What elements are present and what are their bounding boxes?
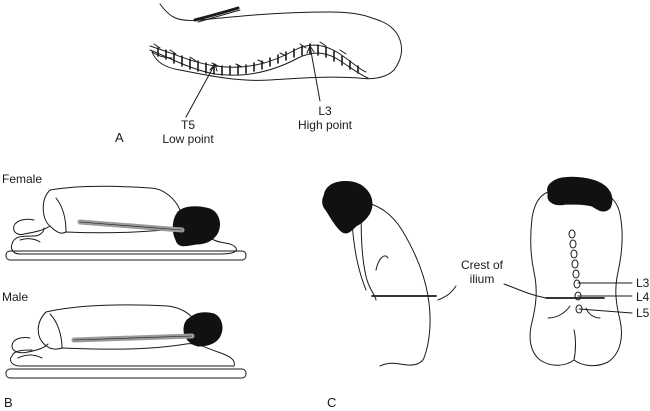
crest-of-ilium-label: Crest of ilium — [452, 258, 512, 286]
high-point-text: High point — [297, 118, 353, 132]
female-patient — [5, 185, 247, 261]
male-hair — [183, 312, 223, 347]
female-label: Female — [2, 172, 43, 186]
seated-side-view — [351, 201, 437, 367]
l4-label: L4 — [636, 290, 650, 304]
low-point-vertebra: T5 — [180, 118, 195, 132]
low-point-text: Low point — [162, 132, 214, 146]
high-point-vertebra: L3 — [318, 104, 332, 118]
spinous-processes — [568, 229, 583, 314]
crest-of-ilium-line1: Crest of — [460, 258, 503, 272]
seated-back-view — [529, 191, 623, 367]
supine-body-outline — [151, 3, 403, 81]
spine-pointer-lines — [185, 45, 321, 118]
high-point-label: L3 High point — [290, 104, 360, 132]
female-hair — [172, 206, 220, 247]
panel-label-c: C — [327, 395, 337, 410]
low-point-label: T5 Low point — [158, 118, 218, 146]
crest-of-ilium-line2: ilium — [469, 272, 495, 286]
panel-label-b: B — [4, 395, 13, 410]
seated-side-hair — [322, 181, 373, 234]
label-leader-lines — [437, 282, 633, 314]
male-label: Male — [2, 290, 29, 304]
male-patient — [5, 304, 247, 379]
seated-back-hair — [547, 176, 613, 212]
panel-label-a: A — [115, 130, 124, 145]
spine-column — [149, 41, 369, 79]
l3-label: L3 — [636, 276, 650, 290]
l5-label: L5 — [636, 306, 650, 320]
